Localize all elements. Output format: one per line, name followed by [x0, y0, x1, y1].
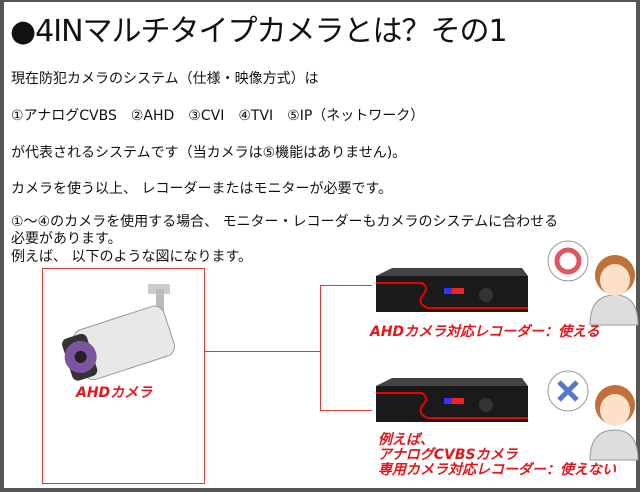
paragraph: 現在防犯カメラのシステム（仕様・映像方式）は: [11, 71, 319, 87]
recorder-ok-label: AHDカメラ対応レコーダー：使える: [370, 324, 600, 340]
camera-label: AHDカメラ: [76, 385, 153, 401]
paragraph: ①アナログCVBS ②AHD ③CVI ④TVI ⑤IP（ネットワーク）: [11, 108, 425, 124]
paragraph: が代表されるシステムです（当カメラは⑤機能はありません)。: [11, 145, 407, 161]
connector-line: [205, 351, 321, 352]
dvr-recorder-icon: [376, 268, 528, 312]
operator-ng-icon: [547, 370, 639, 461]
camera-box: AHDカメラ: [42, 268, 205, 484]
paragraph: 必要があります。: [11, 231, 122, 247]
connector-line: [320, 285, 372, 286]
recorder-ng-label-3: 専用カメラ対応レコーダー：使えない: [378, 462, 616, 478]
dvr-recorder-icon: [376, 378, 528, 422]
paragraph: カメラを使う以上、 レコーダーまたはモニターが必要です。: [11, 181, 393, 197]
recorder-ng-label-1: 例えば、: [378, 432, 434, 448]
paragraph: ①～④のカメラを使用する場合、 モニター・レコーダーもカメラのシステムに合わせる: [11, 214, 559, 230]
bullet-camera-icon: [62, 284, 176, 381]
connector-line: [320, 410, 372, 411]
paragraph: 例えば、 以下のような図になります。: [11, 249, 253, 265]
page-title: ●4INマルチタイプカメラとは？その1: [10, 14, 508, 49]
connector-line: [320, 285, 321, 410]
recorder-ng-label-2: アナログCVBSカメラ: [378, 447, 518, 463]
operator-ok-icon: [547, 240, 639, 326]
